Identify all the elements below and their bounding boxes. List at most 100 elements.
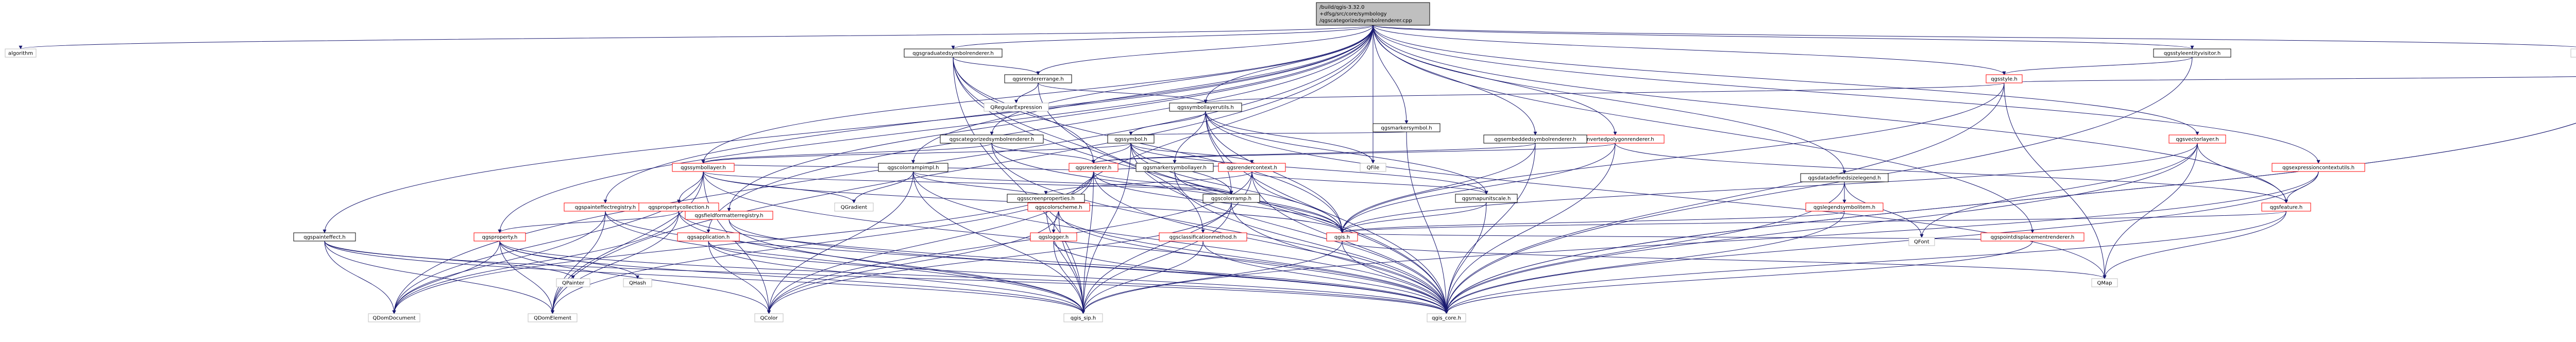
header-node-label: qgis_sip.h [1071,316,1096,321]
header-node-label: qgssymbollayerutils.h [1177,105,1234,111]
root-file-node: /build/qgis-3.32.0+dfsg/src/core/symbolo… [1316,2,1430,26]
header-node-label: QRegularExpression [990,105,1042,111]
include-edge [708,241,771,314]
header-node-qgscolorramp-h[interactable]: qgscolorramp.h [1202,194,1260,203]
include-edge [1445,211,1845,314]
header-node-qgsdatadefinedsizelegend-h[interactable]: qgsdatadefinedsizelegend.h [1800,173,1889,182]
header-node-qgspainteffect-h[interactable]: qgspainteffect.h [293,232,356,242]
include-edge [1341,211,2286,233]
header-node-qgsmarkersymbol-h[interactable]: qgsmarkersymbol.h [1372,123,1440,132]
header-node-qgsscreenproperties-h[interactable]: qgsscreenproperties.h [1007,194,1085,203]
header-node-label: QHash [629,281,646,286]
include-edge [1445,202,1487,314]
include-edge [953,57,1205,233]
include-edge [2004,82,2107,279]
include-edge [701,143,1131,164]
header-node-qgsapplication-h[interactable]: qgsapplication.h [677,232,740,242]
include-edge [1052,25,1374,233]
include-edge [392,241,500,314]
include-edge [1372,25,2199,135]
header-node-label: QDomElement [534,316,571,321]
include-edge [1920,143,2198,238]
header-node-qgssymbol-h[interactable]: qgssymbol.h [1107,134,1155,144]
header-node-label: qgsscreenproperties.h [1017,196,1075,202]
include-edge [679,211,1448,314]
include-edge [1092,143,1616,164]
header-node-QHash: QHash [623,278,652,287]
include-edge [1445,241,2033,314]
header-node-label: qgis_core.h [1432,316,1461,321]
header-node-qgspainteffectregistry-h[interactable]: qgspainteffectregistry.h [564,202,647,212]
header-node-qgsgraduatedsymbolrenderer-h[interactable]: qgsgraduatedsymbolrenderer.h [904,48,1003,58]
header-node-qgsrendercontext-h[interactable]: qgsrendercontext.h [1218,163,1286,172]
header-node-label: qgscolorscheme.h [1035,205,1082,211]
include-edge [1081,241,1343,314]
include-edge [913,171,1085,314]
header-node-qgspropertycollection-h[interactable]: qgspropertycollection.h [638,202,719,212]
header-node-qgsembeddedsymbolrenderer-h[interactable]: qgsembeddedsymbolrenderer.h [1483,134,1587,144]
header-node-qgssymbollayerutils-h[interactable]: qgssymbollayerutils.h [1169,102,1242,112]
header-node-qgsrendererrange-h[interactable]: qgsrendererrange.h [1004,74,1072,83]
include-edge [2004,76,2576,83]
include-edge [392,171,704,314]
header-node-qgsrenderer-h[interactable]: qgsrenderer.h [1069,163,1118,172]
include-edge [551,25,1374,314]
include-edge [1130,143,1254,164]
header-node-qgsvectorlayer-h[interactable]: qgsvectorlayer.h [2168,134,2226,144]
include-edge [392,211,606,314]
include-edge [323,25,1374,233]
include-edge [605,211,1085,314]
header-node-qgis-h[interactable]: qgis.h [1326,232,1358,242]
include-edge [499,241,1448,314]
header-node-qgslogger-h[interactable]: qgslogger.h [1030,232,1077,242]
header-node-qgsstyle-h[interactable]: qgsstyle.h [1986,74,2023,83]
include-edge [1036,25,1374,75]
header-node-qgsstyleentityvisitor-h[interactable]: qgsstyleentityvisitor.h [2153,48,2231,58]
include-edge [1053,241,1448,314]
header-node-qgscategorizedsymbolrenderer-h[interactable]: qgscategorizedsymbolrenderer.h [940,134,1044,144]
header-node-qgsfeature-h[interactable]: qgsfeature.h [2261,202,2311,212]
include-edge [1372,25,2576,47]
include-edge [1081,143,1131,314]
include-edge [913,171,1448,314]
include-edge [1045,202,1448,314]
header-node-qgsfieldformatterregistry-h[interactable]: qgsfieldformatterregistry.h [685,211,773,220]
include-edge [913,171,1233,195]
header-node-qgis-sip-h: qgis_sip.h [1063,313,1103,322]
include-edge [498,211,679,233]
header-node-qgslegendsymbolitem-h[interactable]: qgslegendsymbolitem.h [1805,202,1884,212]
header-node-qgsproperty-h[interactable]: qgsproperty.h [473,232,526,242]
include-edge [1340,82,2005,233]
header-node-label: qgsinvertedpolygonrenderer.h [1576,137,1654,143]
include-edge [551,171,704,314]
header-node-qgscolorscheme-h[interactable]: qgscolorscheme.h [1027,202,1090,212]
header-node-label: qgspainteffect.h [303,235,346,241]
include-edge [1038,82,1208,104]
include-edge [1340,143,1536,233]
include-edge [1340,211,1845,233]
header-node-qgscolorrampimpl-h[interactable]: qgscolorrampimpl.h [878,163,948,172]
include-edge [1615,143,2288,203]
header-node-label: qgsrendercontext.h [1227,165,1277,171]
header-node-qgssymbollayer-h[interactable]: qgssymbollayer.h [672,163,735,172]
header-node-qgsexpressioncontextutils-h[interactable]: qgsexpressioncontextutils.h [2272,163,2365,172]
header-node-label: qgsmapunitscale.h [1462,196,1511,202]
header-node-label: qgsvectorlayer.h [2176,137,2218,143]
header-node-qgssymbollayerreference[interactable]: qgsmapunitscale.h [1455,194,1518,203]
include-edge [324,241,396,314]
include-edge [1053,241,1085,314]
include-edge [551,171,1094,314]
header-node-label: qgsembeddedsymbolrenderer.h [1494,137,1576,143]
header-node-qgsclassificationmethod-h[interactable]: qgsclassificationmethod.h [1159,232,1247,242]
include-edge [1129,131,1407,135]
header-node-qgsannotatedsymbollayer[interactable]: qgsmarkersymbollayer.h [1136,163,1214,172]
header-node-label: QDomDocument [372,316,415,321]
include-edge [499,241,771,314]
header-node-label: QMap [2097,281,2112,286]
include-edge [1081,171,1252,314]
include-edge [1445,123,2576,314]
root-file-label: /build/qgis-3.32.0 [1319,5,1364,10]
header-node-qgspointdisplacementrenderer-h[interactable]: qgspointdisplacementrenderer.h [1980,232,2084,242]
header-node-QFont: QFont [1908,237,1935,246]
header-node-label: qgspointdisplacementrenderer.h [1991,235,2074,241]
